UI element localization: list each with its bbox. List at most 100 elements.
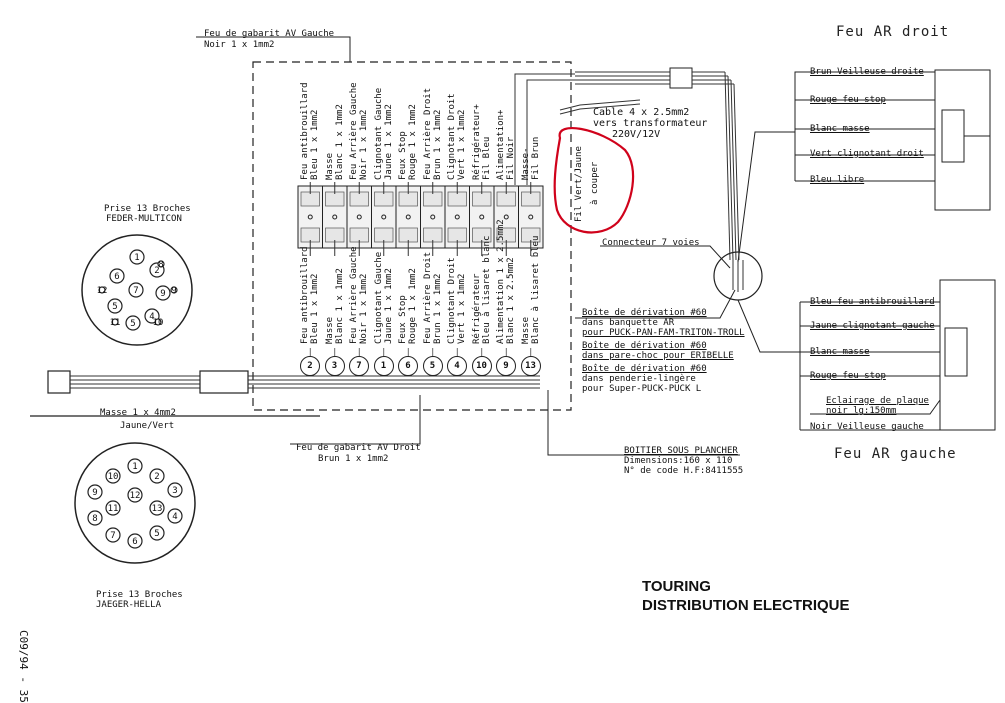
svg-text:9: 9	[160, 289, 165, 299]
terminal-7	[444, 182, 470, 256]
ground-wire-color: Jaune/Vert	[120, 421, 175, 431]
svg-text:2: 2	[154, 266, 159, 276]
plug-pin: 1	[129, 249, 145, 265]
terminal-top-label: Masse	[324, 152, 335, 180]
plug-pin: 3	[167, 482, 183, 498]
plug-pin: 10	[153, 318, 164, 328]
plug-pin: 11	[110, 318, 121, 328]
front-left-marker-wire: Noir 1 x 1mm2	[204, 40, 275, 50]
boitier-line3: N° de code H.F:8411555	[624, 466, 744, 476]
connector-label: Connecteur 7 voies	[602, 238, 700, 248]
svg-text:2: 2	[154, 472, 159, 482]
pin-number-badge: 6	[398, 356, 418, 376]
terminal-top-label: Fil Noir	[506, 136, 516, 180]
side-code: C09/94 - 35	[17, 630, 30, 703]
svg-text:5: 5	[112, 302, 117, 312]
pin-number-badge: 9	[496, 356, 516, 376]
left-night-light: Noir Veilleuse gauche	[810, 422, 924, 432]
svg-text:12: 12	[97, 286, 108, 296]
rear-right-wire-1: Brun Veilleuse droite	[810, 67, 924, 77]
terminal-bottom-label: Noir 1 x 1mm2	[359, 273, 369, 344]
svg-text:8: 8	[92, 514, 97, 524]
pin-number-badge: 5	[422, 356, 443, 376]
title-line2: DISTRIBUTION ELECTRIQUE	[642, 597, 850, 614]
front-right-marker-title: Feu de gabarit AV Droit	[296, 443, 421, 453]
plug-top-model: FEDER-MULTICON	[106, 214, 182, 224]
box1-line1: Boîte de dérivation #60	[582, 308, 707, 318]
rear-left-wire-1: Bleu feu antibrouillard	[810, 297, 935, 307]
svg-text:9: 9	[171, 286, 176, 296]
box3-line3: pour Super-PUCK-PUCK L	[582, 384, 702, 394]
terminal-bottom-label: Clignotant Droit	[447, 257, 457, 344]
rear-left-wiring	[737, 279, 996, 431]
terminal-3	[346, 182, 372, 256]
ground-wire-label: Masse 1 x 4mm2	[100, 408, 176, 418]
terminal-bottom-label: Blanc 1 x 2.5mm2	[506, 257, 516, 344]
svg-text:10: 10	[108, 472, 119, 482]
pin-number-badge: 10	[471, 356, 492, 376]
terminal-top-label: Réfrigérateur+	[471, 104, 482, 180]
plate-light-line2: noir lg:150mm	[826, 406, 897, 416]
front-right-marker-wire: Brun 1 x 1mm2	[318, 454, 389, 464]
terminal-bottom-label: Bleu à lisaret blanc	[481, 235, 492, 344]
svg-text:1: 1	[134, 253, 139, 263]
svg-text:10: 10	[153, 318, 164, 328]
distribution-box-outline	[252, 61, 572, 411]
cut-note-line2: à couper	[590, 161, 600, 205]
terminal-bottom-label: Alimentation 1 x 2.5mm2	[496, 219, 506, 344]
svg-text:5: 5	[130, 319, 135, 329]
highlight-ellipse	[553, 127, 635, 234]
terminal-bottom-label: Jaune 1 x 1mm2	[383, 268, 394, 344]
plug-pin: 7	[105, 527, 121, 543]
plug-outline	[81, 234, 193, 346]
plug-top-title: Prise 13 Broches	[104, 204, 191, 214]
terminal-top-label: Blanc 1 x 1mm2	[334, 104, 345, 180]
plug-pin: 6	[109, 268, 125, 284]
svg-text:6: 6	[132, 537, 137, 547]
svg-text:4: 4	[149, 312, 154, 322]
terminal-top-label: Bleu 1 x 1mm2	[310, 109, 320, 180]
terminal-top-label: Jaune 1 x 1mm2	[383, 104, 394, 180]
plug-pin: 11	[105, 500, 121, 516]
svg-text:4: 4	[172, 512, 177, 522]
svg-text:7: 7	[110, 531, 115, 541]
plug-pin: 7	[128, 282, 144, 298]
box1-line3: pour PUCK-PAN-FAM-TRITON-TROLL	[582, 328, 745, 338]
box3-line2: dans penderie-lingère	[582, 374, 696, 384]
svg-text:12: 12	[130, 491, 141, 501]
terminal-bottom-label: Feu Arrière Gauche	[349, 246, 359, 344]
boitier-line2: Dimensions:160 x 110	[624, 456, 733, 466]
plug-bottom-model: JAEGER-HELLA	[96, 600, 162, 610]
plug-pin: 5	[125, 315, 141, 331]
terminal-bottom-label: Réfrigérateur	[471, 273, 482, 344]
terminal-strip	[297, 182, 544, 375]
front-left-leader	[196, 36, 351, 62]
rear-right-wire-5: Bleu libre	[810, 175, 865, 185]
svg-text:8: 8	[158, 260, 163, 270]
terminal-4	[371, 182, 397, 256]
pin-number-badge: 7	[349, 356, 369, 376]
terminal-top-label: Feu Arrière Droit	[422, 87, 433, 180]
plug-pin: 2	[149, 468, 165, 484]
box1-line2: dans banquette AR	[582, 318, 675, 328]
terminal-top-label: Masse-	[520, 147, 531, 180]
terminal-2	[322, 182, 348, 256]
plug-pin: 5	[107, 298, 123, 314]
plug-pin: 8	[157, 260, 165, 270]
box-leader-1	[575, 289, 736, 319]
terminal-bottom-label: Blanc 1 x 1mm2	[334, 268, 345, 344]
cable-note-line1: Cable 4 x 2.5mm2	[593, 107, 690, 118]
boitier-line1: BOITIER SOUS PLANCHER	[624, 446, 738, 456]
terminal-bottom-label: Feu antibrouillard	[300, 246, 310, 344]
terminal-top-label: Clignotant Droit	[447, 93, 457, 180]
front-left-marker-title: Feu de gabarit AV Gauche	[204, 29, 335, 39]
pin-number-badge: 3	[324, 356, 345, 376]
svg-text:1: 1	[132, 462, 137, 472]
input-cable	[47, 370, 540, 394]
plug-pin: 10	[105, 468, 121, 484]
terminal-bottom-label: Feux Stop	[398, 295, 408, 344]
